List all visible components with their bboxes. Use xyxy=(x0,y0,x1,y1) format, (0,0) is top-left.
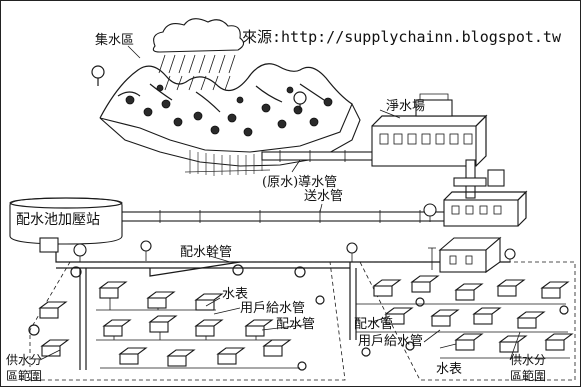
label-distribution-main: 配水幹管 xyxy=(180,244,232,260)
transmission-pipe-drawing xyxy=(117,210,449,223)
label-service-pipe-right: 用戶給水管 xyxy=(358,334,423,349)
supply-zone-right-boundary xyxy=(359,261,576,381)
label-service-pipe-left: 用戶給水管 xyxy=(240,301,305,316)
houses-left xyxy=(38,281,300,369)
label-distribution-pipe-right: 配水管 xyxy=(354,317,393,332)
label-meter-right: 水表 xyxy=(436,362,462,377)
pump-station-right xyxy=(423,190,528,227)
treatment-plant-building xyxy=(371,93,505,199)
rain-cloud xyxy=(152,18,245,53)
supply-zone-left-boundary xyxy=(29,261,346,381)
label-reservoir-station: 配水池加壓站 xyxy=(16,212,100,228)
label-supply-zone-left-line2: 區範圍 xyxy=(6,368,42,383)
leader-lines xyxy=(39,45,521,361)
label-catchment: 集水區 xyxy=(95,32,134,48)
rain-lines xyxy=(158,54,236,91)
farmhouse xyxy=(428,236,502,274)
mountain-trees xyxy=(125,84,333,137)
label-transmission-pipe: 送水管 xyxy=(304,189,343,204)
label-treatment-plant: 淨水場 xyxy=(386,99,425,114)
label-supply-zone-right-line1: 供水分 xyxy=(510,353,546,367)
catchment-mountains xyxy=(91,18,361,176)
label-supply-zone-right-line2: 區範圍 xyxy=(510,368,546,383)
reservoir-tank xyxy=(9,197,123,262)
raw-water-pipe-drawing xyxy=(261,149,387,163)
label-distribution-pipe-left: 配水管 xyxy=(276,317,315,332)
label-meter-left: 水表 xyxy=(222,287,248,302)
label-raw-water-pipe: (原水)導水管 xyxy=(262,175,337,190)
label-supply-zone-left-line1: 供水分 xyxy=(6,353,42,367)
houses-right xyxy=(356,275,574,359)
source-credit: 來源:http://supplychainn.blogspot.tw xyxy=(242,28,562,46)
scattered-trees xyxy=(28,264,569,371)
